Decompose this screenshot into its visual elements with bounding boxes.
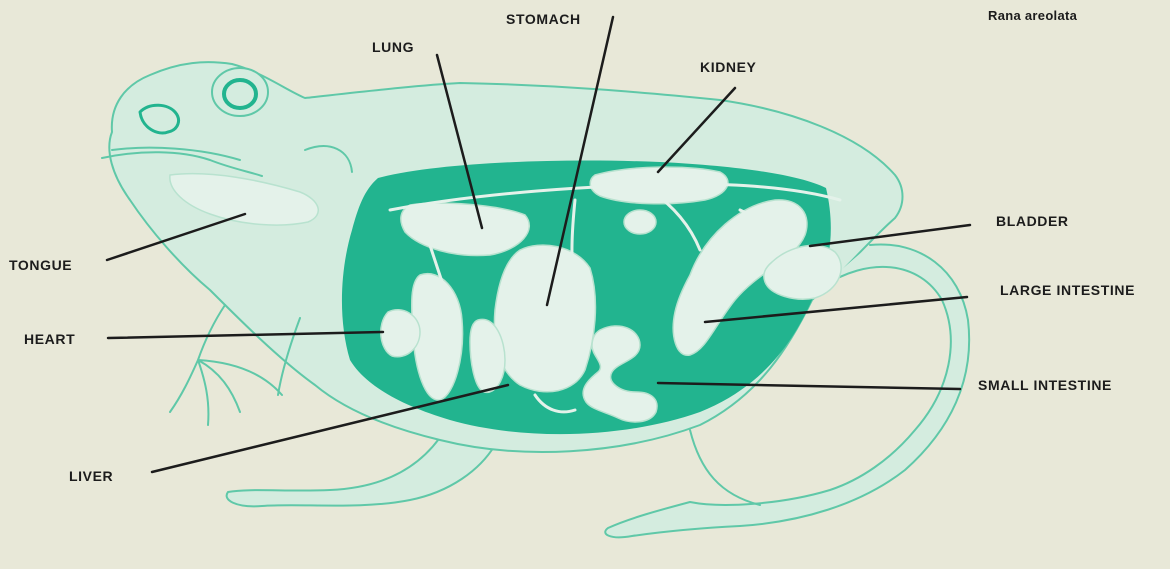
label-large-intestine: LARGE INTESTINE — [1000, 282, 1135, 298]
label-small-intestine: SMALL INTESTINE — [978, 377, 1112, 393]
heart-organ — [381, 310, 420, 357]
label-stomach: STOMACH — [506, 11, 581, 27]
label-lung: LUNG — [372, 39, 414, 55]
species-name: Rana areolata — [988, 8, 1077, 24]
label-heart: HEART — [24, 331, 75, 347]
label-tongue: TONGUE — [9, 257, 72, 273]
label-bladder: BLADDER — [996, 213, 1069, 229]
label-kidney: KIDNEY — [700, 59, 757, 75]
stomach-organ — [494, 245, 595, 392]
label-liver: LIVER — [69, 468, 113, 484]
